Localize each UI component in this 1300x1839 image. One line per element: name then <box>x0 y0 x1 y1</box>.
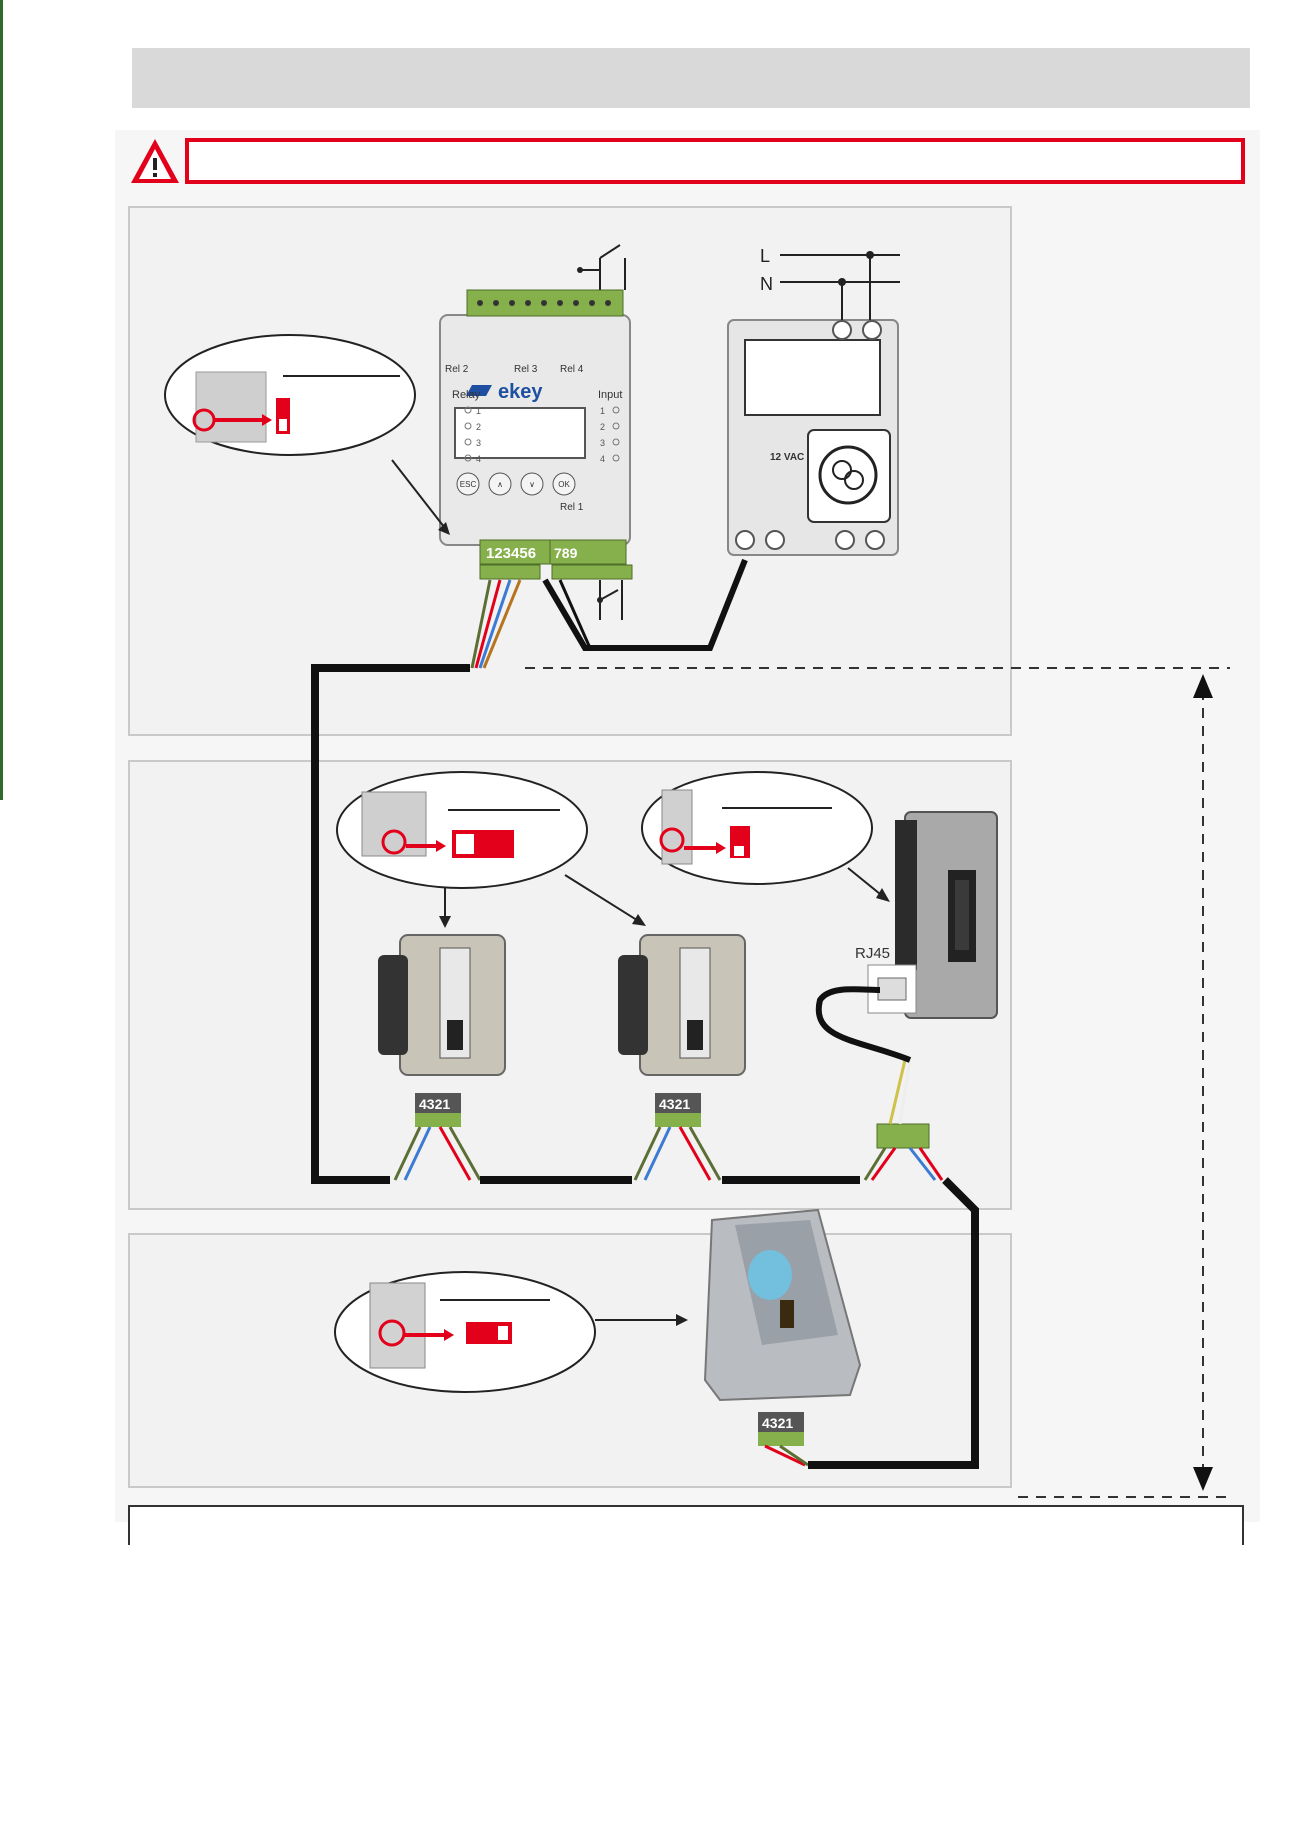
reader-wires <box>393 986 979 1469</box>
reader-integra: RJ45 <box>855 811 998 1019</box>
btn-down: ∨ <box>529 480 535 489</box>
reader-arte <box>703 1208 862 1402</box>
relay-label: Relay <box>452 389 481 401</box>
rel2-label: Rel 2 <box>445 364 469 375</box>
input-num-2: 2 <box>600 422 605 432</box>
input-label: Input <box>598 389 622 401</box>
psu-label-plate <box>744 339 881 416</box>
psu-voltage: 12 VAC <box>770 452 804 463</box>
input-num-4: 4 <box>600 454 605 464</box>
btn-up: ∧ <box>497 480 503 489</box>
line-label: L <box>760 246 770 266</box>
relay-terminal-block <box>549 539 627 565</box>
callout-reader-integra <box>641 771 890 902</box>
relay-terminal-label: 789 <box>554 545 578 561</box>
controller-unit: ekey Relay Input 1 2 3 4 1 2 3 4 ESC ∧ ∨… <box>439 244 633 620</box>
warning-icon <box>131 139 179 183</box>
header-bar <box>132 48 1250 108</box>
relay-num-3: 3 <box>476 438 481 448</box>
neutral-label: N <box>760 274 773 294</box>
relay-num-2: 2 <box>476 422 481 432</box>
power-supply: 12 VAC L N <box>727 246 900 556</box>
callout-reader-arte <box>334 1271 688 1393</box>
controller-display <box>454 407 586 459</box>
page-edge-strip <box>0 0 3 800</box>
pinout-reader-3: 4321 <box>762 1415 793 1431</box>
reader-flush-1 <box>378 934 506 1076</box>
rj45-label: RJ45 <box>855 945 890 962</box>
pinout-reader-1: 4321 <box>419 1096 450 1112</box>
reader-pinout-blocks: 4321 4321 4321 <box>415 1093 930 1446</box>
transformer-icon <box>818 445 878 505</box>
bus-terminal-label: 123456 <box>486 545 536 562</box>
bottom-box <box>128 1505 1244 1545</box>
btn-ok: OK <box>558 480 570 489</box>
input-num-3: 3 <box>600 438 605 448</box>
controller-cables <box>311 558 748 1184</box>
cable-length-dimension <box>525 667 1230 1498</box>
callout-controller <box>164 334 450 535</box>
reader-flush-2 <box>618 934 746 1076</box>
relay-num-1: 1 <box>476 406 481 416</box>
btn-esc: ESC <box>460 480 477 489</box>
input-num-1: 1 <box>600 406 605 416</box>
rel1-label: Rel 1 <box>560 502 584 513</box>
brand-logo: ekey <box>498 381 543 403</box>
brand-mark-icon <box>466 385 492 396</box>
rel4-label: Rel 4 <box>560 364 584 375</box>
relay-num-4: 4 <box>476 454 481 464</box>
warning-box <box>185 138 1245 184</box>
callout-reader-flush <box>336 771 646 928</box>
pinout-reader-2: 4321 <box>659 1096 690 1112</box>
rel3-label: Rel 3 <box>514 364 538 375</box>
